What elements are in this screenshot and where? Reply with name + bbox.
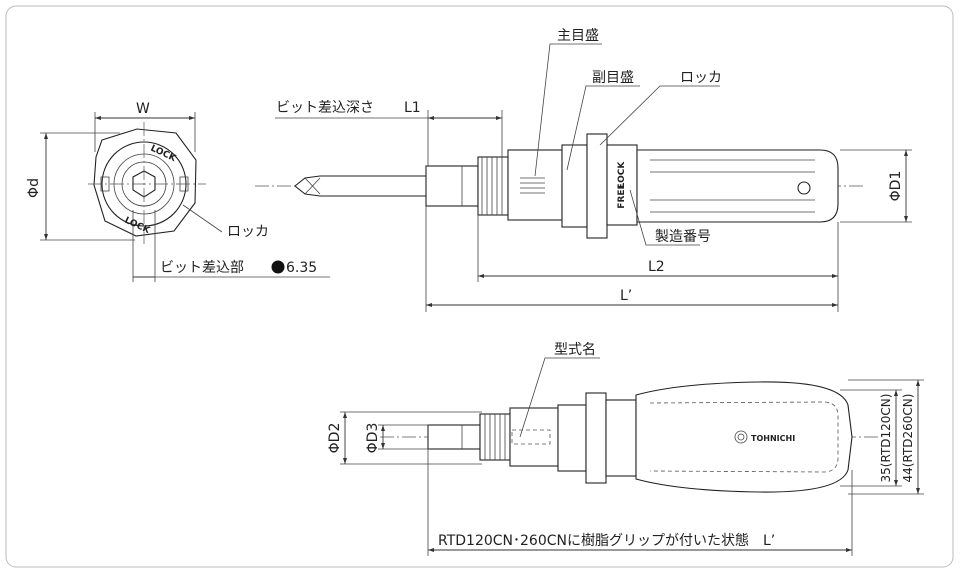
label-phi-d3: ΦD3 — [365, 423, 381, 454]
label-main-scale: 主目盛 — [557, 28, 599, 44]
label-l-prime-top: L’ — [620, 288, 632, 304]
label-bit-socket: ビット差込部 — [160, 260, 244, 276]
hex-bit-icon — [271, 260, 285, 274]
side-view — [255, 43, 912, 312]
label-model-name: 型式名 — [554, 342, 596, 358]
label-bit-size: 6.35 — [286, 260, 317, 276]
label-l2: L2 — [648, 259, 665, 275]
label-bottom-caption: RTD120CN･260CNに樹脂グリップが付いた状態 L’ — [438, 533, 775, 549]
end-view — [40, 112, 330, 282]
label-dim-35: 35(RTD120CN) — [879, 394, 893, 483]
label-dim-44: 44(RTD260CN) — [901, 394, 915, 483]
label-locker-top: ロッカ — [680, 70, 722, 86]
bottom-view — [340, 357, 924, 556]
label-phi-d1: ΦD1 — [888, 171, 904, 202]
label-phi-d: Φd — [26, 178, 42, 198]
label-serial: 製造番号 — [655, 229, 711, 245]
side-lock-text: LOCK — [617, 161, 627, 189]
side-free-text: FREE — [617, 183, 627, 208]
label-bit-depth: ビット差込深さ — [276, 100, 374, 116]
drawing-border — [5, 5, 954, 568]
label-locker-left: ロッカ — [227, 224, 269, 240]
brand-logo-text: TOHNICHI — [751, 434, 795, 443]
label-phi-d2: ΦD2 — [327, 423, 343, 454]
label-sub-scale: 副目盛 — [592, 70, 634, 86]
label-w: W — [136, 101, 150, 117]
label-l1: L1 — [404, 100, 421, 116]
